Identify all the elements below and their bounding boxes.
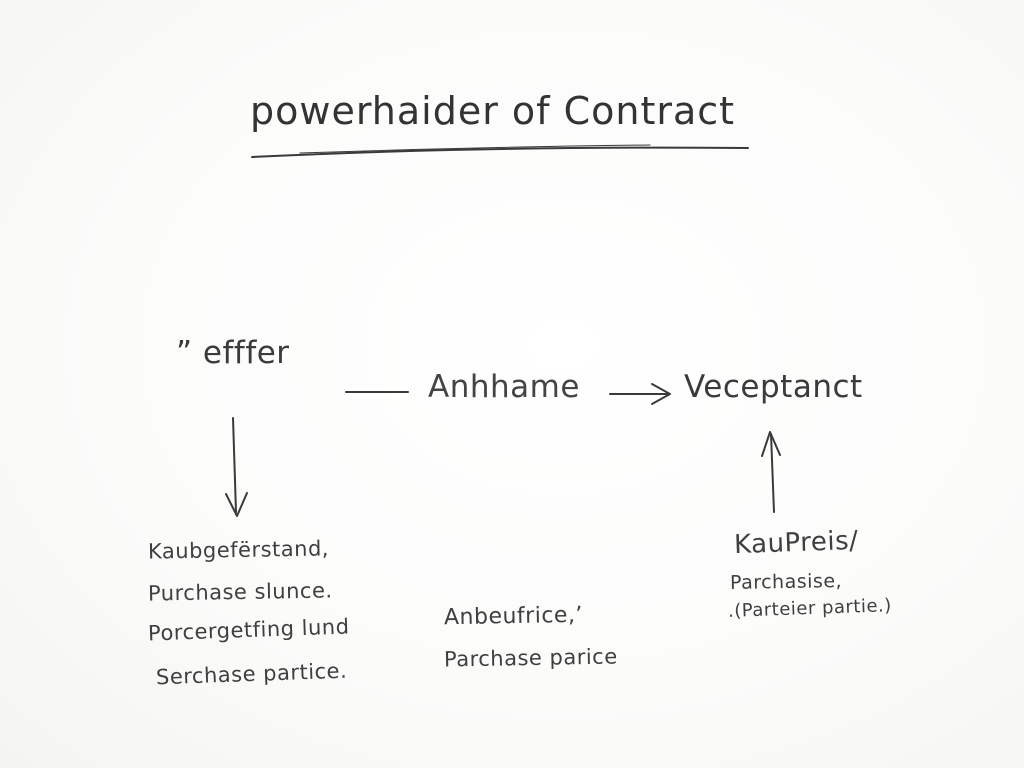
node-offer: ” efffer: [176, 335, 290, 371]
middle-note-line: Anbeufrice,’: [443, 602, 584, 631]
arrowhead-offer-down: [225, 492, 248, 517]
arrow-offer-down: [232, 417, 237, 513]
arrowhead-acceptance-to-veceptanct: [651, 383, 671, 405]
left-note-line: Purchase slunce.: [147, 578, 333, 606]
middle-note-line: Parchase parice: [443, 644, 618, 672]
title-underline: [251, 146, 749, 158]
node-acceptance-middle: Anhhame: [428, 369, 580, 405]
title-underline-second: [299, 144, 651, 154]
right-note-line: Parchasise,: [729, 570, 843, 594]
arrowhead-kaupreis-up: [761, 431, 781, 457]
diagram-title: powerhaider of Contract: [250, 89, 736, 133]
right-note-line: KauPreis/: [733, 525, 859, 561]
left-note-line: Kaubgefërstand,: [147, 536, 330, 564]
arrow-kaupreis-up: [770, 433, 775, 513]
node-acceptance-right: Veceptanct: [684, 369, 863, 405]
